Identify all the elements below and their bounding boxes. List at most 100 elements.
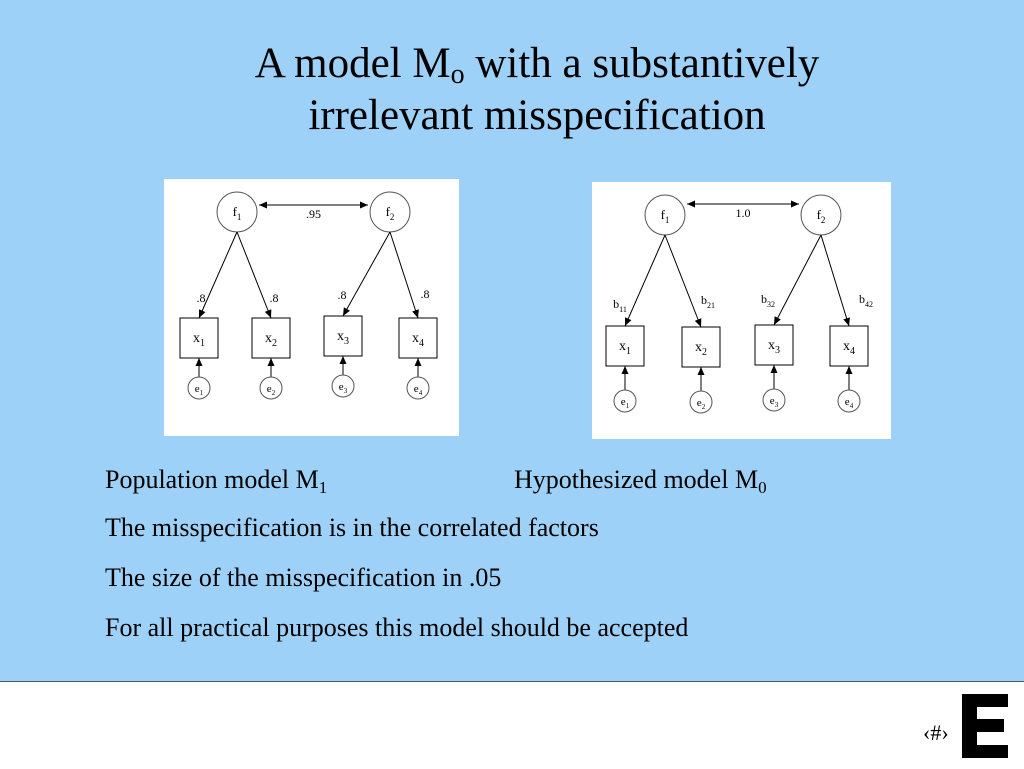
error-e1 xyxy=(187,376,211,400)
loading-arrow-1 xyxy=(624,234,666,327)
loading-label-4: b42 xyxy=(859,292,873,309)
indicator-x2-label-subscript: 2 xyxy=(272,338,277,349)
loading-arrow-2 xyxy=(664,234,702,328)
body-line-2: The size of the misspecification in .05 xyxy=(105,563,502,592)
error-e4 xyxy=(837,389,861,413)
population-model-caption: Population model M1 xyxy=(105,465,328,497)
error-e2 xyxy=(259,376,283,400)
loading-arrow-4-head xyxy=(412,309,419,318)
indicator-x2 xyxy=(251,317,291,359)
loading-label-2-subscript: 21 xyxy=(707,301,715,310)
error-e3 xyxy=(331,374,355,398)
error-e1 xyxy=(613,389,637,413)
title-text-start: A model M xyxy=(254,40,451,87)
error-e2 xyxy=(689,390,713,414)
population-caption-text: Population model M xyxy=(105,465,319,494)
factor-f1-label: f1 xyxy=(661,207,670,225)
indicator-x4 xyxy=(398,317,438,359)
indicator-x1-label-subscript: 1 xyxy=(626,346,631,357)
title-text-end: with a substantively xyxy=(464,40,820,87)
loading-label-3-subscript: 32 xyxy=(767,300,775,309)
indicator-x3 xyxy=(323,315,363,357)
loading-arrow-2-head xyxy=(264,309,272,318)
slide-footer: ‹#› xyxy=(0,681,1024,769)
factor-f1-label-subscript: 1 xyxy=(237,212,242,222)
slide-title: A model Mo with a substantively irreleva… xyxy=(150,38,924,142)
loading-arrow-2-head xyxy=(694,318,702,327)
error-e2-label-subscript: 2 xyxy=(272,389,276,397)
hypothesized-caption-text: Hypothesized model M xyxy=(514,465,759,494)
correlation-arrow-left-head xyxy=(687,200,695,208)
factor-f2-label: f2 xyxy=(386,204,395,222)
error-arrow-2-head xyxy=(697,367,705,375)
error-e4-label: e4 xyxy=(845,396,854,410)
error-e4 xyxy=(406,376,430,400)
error-e3-label-subscript: 3 xyxy=(344,387,348,395)
error-e3 xyxy=(762,388,786,412)
indicator-x4-label-subscript: 4 xyxy=(850,346,855,357)
loading-arrow-3-head xyxy=(774,316,781,325)
error-e4-label-subscript: 4 xyxy=(419,389,423,397)
loading-label-2: .8 xyxy=(270,291,279,305)
loading-label-1: b11 xyxy=(613,297,627,314)
error-arrow-4-head xyxy=(414,358,422,366)
error-arrow-4-head xyxy=(845,366,853,374)
title-line-2: irrelevant misspecification xyxy=(308,92,766,139)
indicator-x1-label-subscript: 1 xyxy=(200,338,205,349)
indicator-x3 xyxy=(754,324,794,366)
loading-arrow-3-head xyxy=(343,307,350,316)
loading-arrow-2 xyxy=(236,231,272,319)
indicator-x1 xyxy=(179,317,219,359)
error-e2-label: e2 xyxy=(697,397,706,411)
loading-label-4: .8 xyxy=(421,287,430,301)
title-subscript: o xyxy=(450,59,465,90)
factor-f2-label: f2 xyxy=(817,207,826,225)
error-e3-label: e3 xyxy=(770,395,779,409)
slide-number: ‹#› xyxy=(923,720,949,745)
error-e1-label-subscript: 1 xyxy=(626,402,630,410)
indicator-x4 xyxy=(829,325,869,367)
error-arrow-2-head xyxy=(267,358,275,366)
indicator-x3-label-subscript: 3 xyxy=(775,345,780,356)
loading-arrow-1-head xyxy=(625,317,632,326)
indicator-x2-label-subscript: 2 xyxy=(702,347,707,358)
hypothesized-model-caption: Hypothesized model M0 xyxy=(514,465,767,497)
indicator-x2 xyxy=(681,326,721,368)
factor-f2-label-subscript: 2 xyxy=(821,215,826,225)
loading-arrow-1-head xyxy=(199,309,206,318)
error-e3-label: e3 xyxy=(339,381,348,395)
error-e1-label-subscript: 1 xyxy=(200,389,204,397)
error-arrow-1-head xyxy=(195,358,203,366)
loading-label-3: b32 xyxy=(761,292,775,309)
loading-arrow-3 xyxy=(342,231,391,317)
correlation-arrow-right-head xyxy=(791,200,799,208)
indicator-x3-label-subscript: 3 xyxy=(344,336,349,347)
error-e4-label: e4 xyxy=(414,383,423,397)
error-e3-label-subscript: 3 xyxy=(775,401,779,409)
error-e1-label: e1 xyxy=(195,383,204,397)
error-arrow-3-head xyxy=(339,356,347,364)
error-e2-label: e2 xyxy=(267,383,276,397)
loading-label-2: b21 xyxy=(701,293,715,310)
population-caption-subscript: 1 xyxy=(318,478,328,497)
correlation-arrow-right-head xyxy=(360,201,368,209)
hypothesized-caption-subscript: 0 xyxy=(758,478,767,497)
loading-arrow-4 xyxy=(389,231,419,319)
loading-arrow-4-head xyxy=(843,317,850,326)
error-arrow-3-head xyxy=(770,365,778,373)
loading-arrow-3 xyxy=(773,234,822,326)
body-line-1: The misspecification is in the correlate… xyxy=(105,513,599,542)
error-e1-label: e1 xyxy=(621,396,630,410)
factor-f2-label-subscript: 2 xyxy=(390,212,395,222)
correlation-arrow-left-head xyxy=(259,201,267,209)
loading-arrow-1 xyxy=(198,231,238,319)
loading-label-1-subscript: 11 xyxy=(619,305,627,314)
factor-f1-label: f1 xyxy=(233,204,242,222)
error-e4-label-subscript: 4 xyxy=(850,402,854,410)
loading-label-4-subscript: 42 xyxy=(865,300,873,309)
body-line-3: For all practical purposes this model sh… xyxy=(105,613,689,642)
